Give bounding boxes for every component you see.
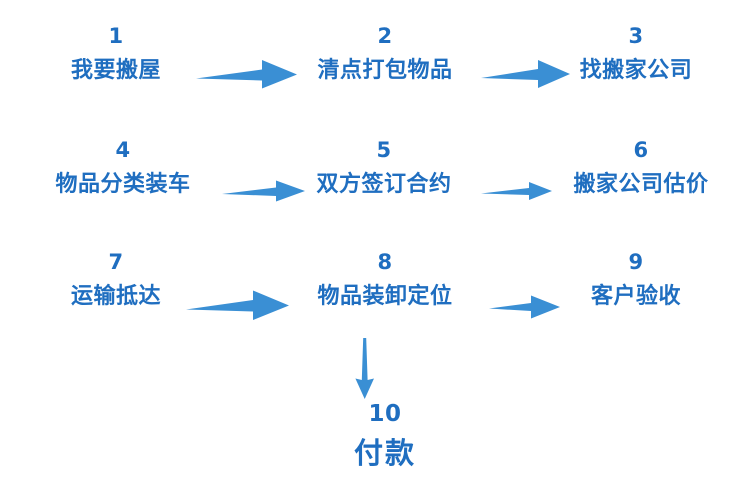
flow-node-5[interactable]: 5 双方签订合约 xyxy=(300,140,468,196)
flow-node-8-label: 物品装卸定位 xyxy=(317,284,453,309)
flow-node-10[interactable]: 10 付款 xyxy=(292,403,478,468)
flow-node-8-number: 8 xyxy=(377,250,393,274)
arrow-7-to-8 xyxy=(186,288,290,322)
flow-node-1-label: 我要搬屋 xyxy=(70,58,161,83)
flow-node-1-number: 1 xyxy=(108,24,124,48)
arrow-8-to-9 xyxy=(489,293,561,319)
flow-node-1[interactable]: 1 我要搬屋 xyxy=(36,26,196,82)
arrow-1-to-2 xyxy=(196,57,298,91)
flow-node-7-label: 运输抵达 xyxy=(70,284,161,309)
flow-node-9[interactable]: 9 客户验收 xyxy=(556,252,716,308)
flow-node-8[interactable]: 8 物品装卸定位 xyxy=(292,252,478,308)
flow-node-7[interactable]: 7 运输抵达 xyxy=(36,252,196,308)
arrow-4-to-5 xyxy=(222,178,306,204)
flow-node-3[interactable]: 3 找搬家公司 xyxy=(556,26,716,82)
flow-node-2-label: 清点打包物品 xyxy=(317,58,453,83)
flow-node-2-number: 2 xyxy=(377,24,393,48)
flow-node-10-label: 付款 xyxy=(353,436,416,470)
flow-node-9-number: 9 xyxy=(628,250,644,274)
flow-node-5-number: 5 xyxy=(376,138,392,162)
flow-node-4[interactable]: 4 物品分类装车 xyxy=(30,140,216,196)
flow-node-6-number: 6 xyxy=(633,138,649,162)
flow-node-10-number: 10 xyxy=(368,401,402,427)
flow-node-3-number: 3 xyxy=(628,24,644,48)
flow-node-6[interactable]: 6 搬家公司估价 xyxy=(548,140,734,196)
flow-node-4-number: 4 xyxy=(115,138,131,162)
flow-node-5-label: 双方签订合约 xyxy=(316,172,452,197)
flow-node-7-number: 7 xyxy=(108,250,124,274)
flow-node-2[interactable]: 2 清点打包物品 xyxy=(292,26,478,82)
arrow-8-to-10 xyxy=(344,338,386,400)
flow-node-3-label: 找搬家公司 xyxy=(579,58,693,83)
flow-node-4-label: 物品分类装车 xyxy=(55,172,191,197)
flow-node-6-label: 搬家公司估价 xyxy=(573,172,709,197)
arrow-5-to-6 xyxy=(481,180,553,202)
flow-node-9-label: 客户验收 xyxy=(590,284,681,309)
